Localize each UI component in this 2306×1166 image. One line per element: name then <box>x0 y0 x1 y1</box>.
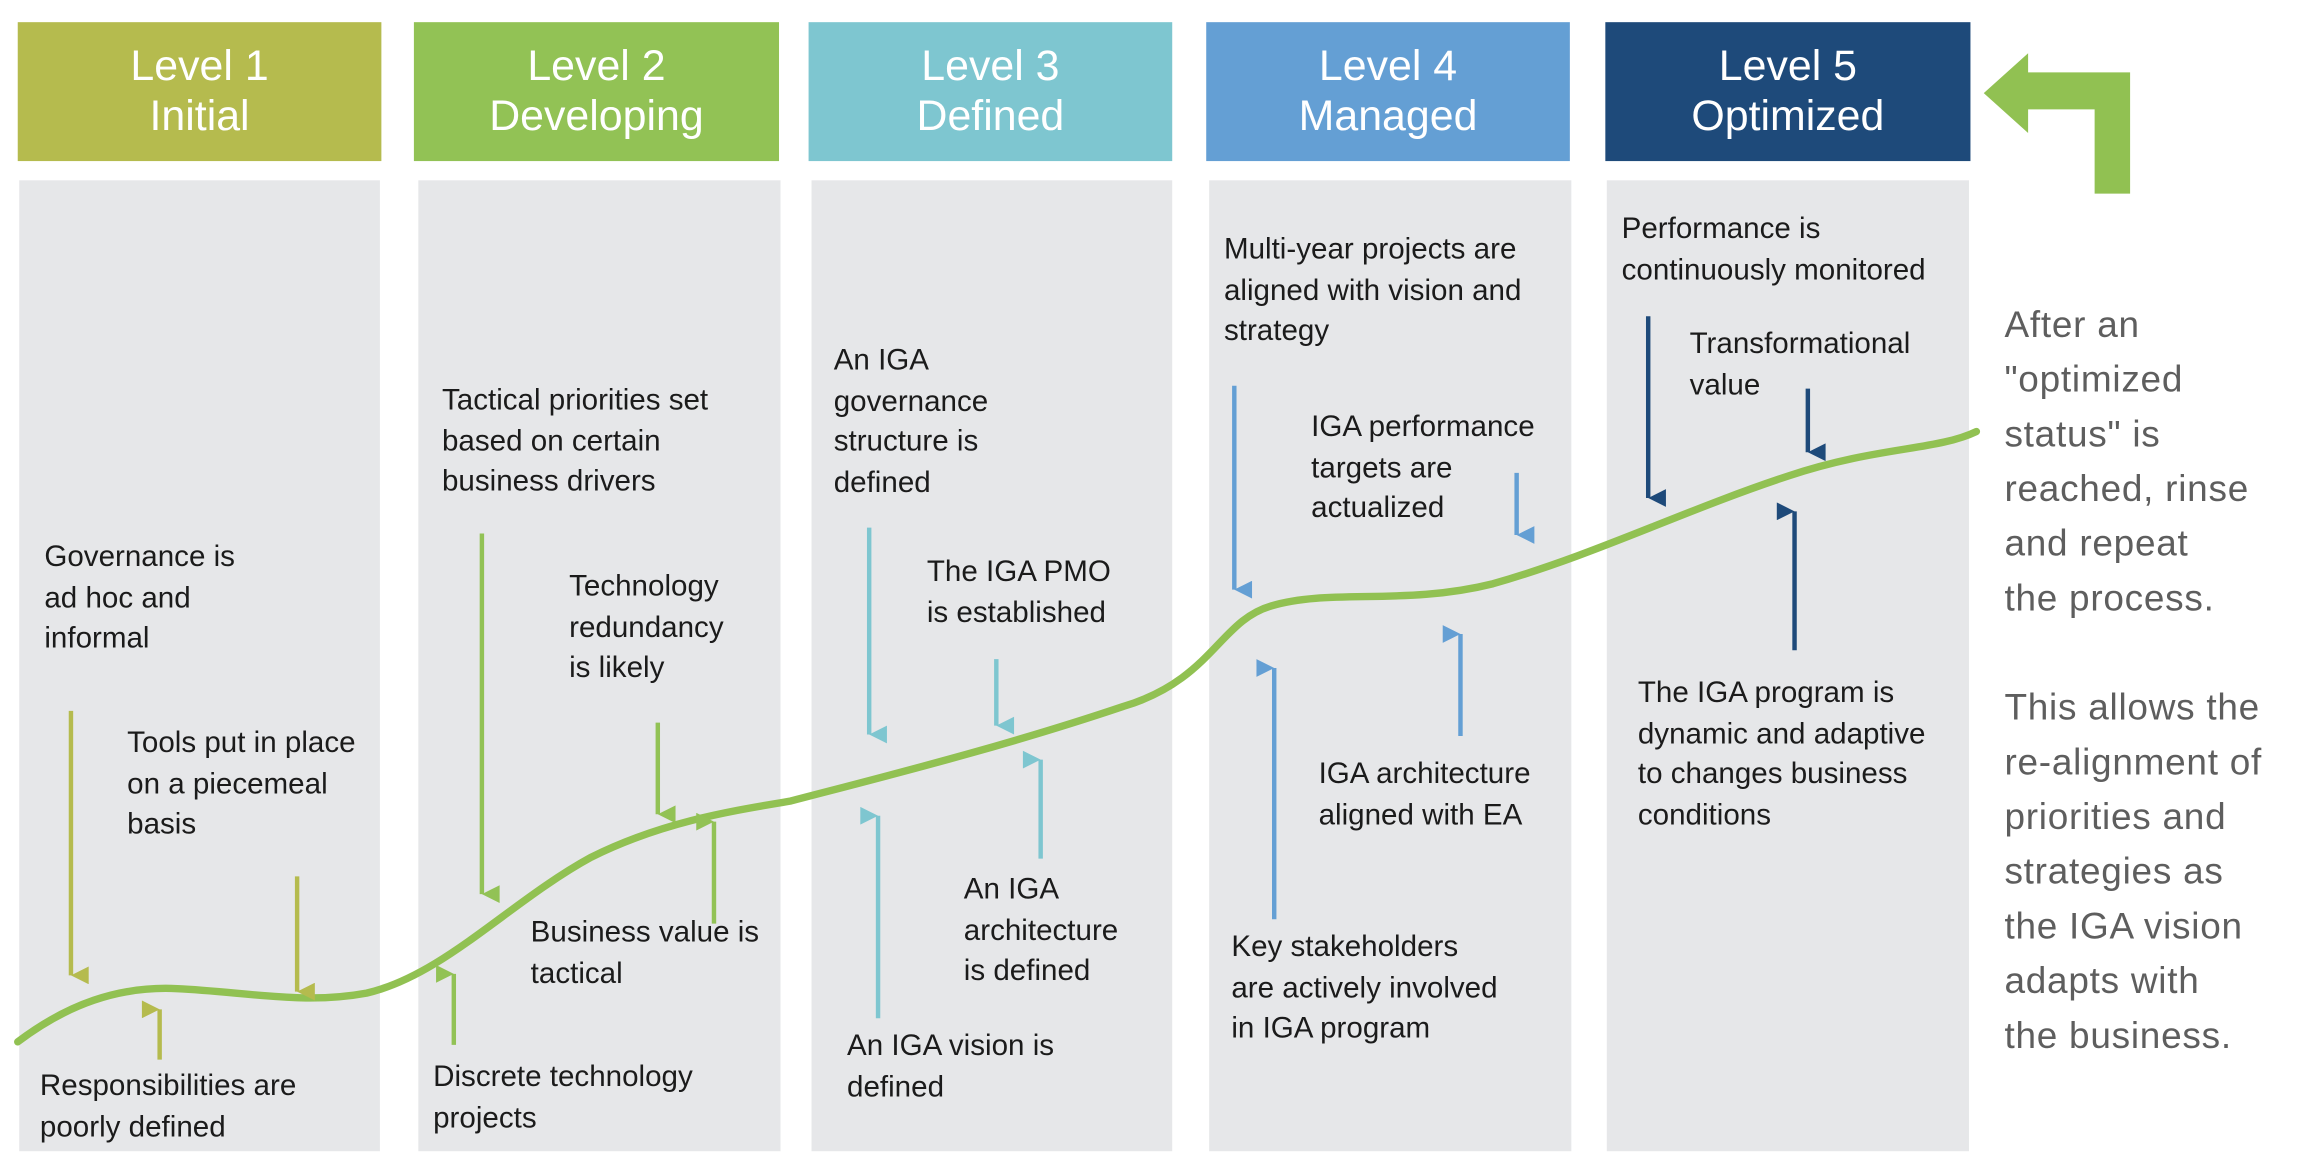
level-5-number: Level 5 <box>1718 42 1858 91</box>
level-2-number: Level 2 <box>527 42 666 91</box>
label-discrete-projects: Discrete technology projects <box>433 1061 693 1135</box>
level-3-column <box>811 180 1173 1152</box>
level-4-number: Level 4 <box>1318 42 1458 91</box>
level-3-header: Level 3 Defined <box>808 22 1173 162</box>
level-3-name: Defined <box>916 93 1065 141</box>
label-responsibilities: Responsibilities are poorly defined <box>39 1069 297 1144</box>
label-tools: Tools put in place on a piecemeal basis <box>127 727 356 841</box>
level-1-header: Level 1 Initial <box>17 22 382 162</box>
label-transformational: Transformational value <box>1689 328 1911 402</box>
label-tech-redundancy: Technology redundancy is likely <box>569 570 724 685</box>
label-tactical-priorities: Tactical priorities set based on certain… <box>441 384 709 499</box>
side-note-realignment: This allows the re-alignment of prioriti… <box>2004 687 2263 1057</box>
label-vision-defined: An IGA vision is defined <box>847 1030 1055 1104</box>
level-5-header: Level 5 Optimized <box>1605 22 1971 162</box>
label-pmo: The IGA PMO is established <box>926 555 1111 629</box>
label-architecture-defined: An IGA architecture is defined <box>963 873 1119 988</box>
level-4-name: Managed <box>1298 93 1478 141</box>
label-program-dynamic: The IGA program is dynamic and adaptive … <box>1637 676 1926 832</box>
label-governance-structure: An IGA governance structure is defined <box>833 344 989 499</box>
level-2-column <box>418 180 781 1152</box>
side-note-rinse-repeat: After an "optimized status" is reached, … <box>2004 304 2250 620</box>
level-1-name: Initial <box>149 93 250 141</box>
level-5-name: Optimized <box>1691 93 1885 141</box>
label-multi-year: Multi-year projects are aligned with vis… <box>1223 233 1522 348</box>
level-1-number: Level 1 <box>130 42 269 91</box>
label-architecture-ea: IGA architecture aligned with EA <box>1318 758 1531 832</box>
label-performance-targets: IGA performance targets are actualized <box>1311 410 1535 525</box>
level-2-name: Developing <box>489 93 704 141</box>
label-stakeholders: Key stakeholders are actively involved i… <box>1231 931 1498 1045</box>
level-5-column <box>1606 180 1969 1152</box>
corner-return-arrow-icon <box>1983 53 2131 194</box>
level-2-header: Level 2 Developing <box>413 22 780 162</box>
label-business-value: Business value is tactical <box>530 916 760 990</box>
level-4-header: Level 4 Managed <box>1206 22 1570 162</box>
label-governance: Governance is ad hoc and informal <box>44 540 235 655</box>
level-3-number: Level 3 <box>921 42 1060 91</box>
label-performance-monitored: Performance is continuously monitored <box>1621 212 1926 286</box>
